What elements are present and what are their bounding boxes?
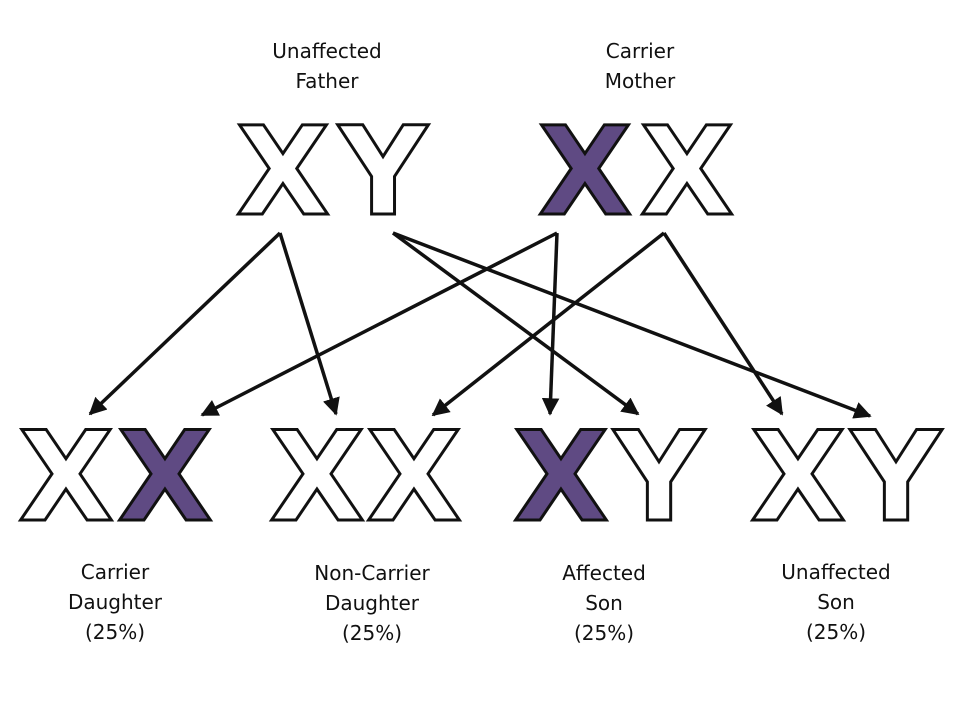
unaffected-son-y-chromosome: Y — [849, 406, 942, 550]
arrow-father-y-to-affected-son — [391, 231, 640, 416]
unaffected-son-probability: (25%) — [805, 620, 867, 644]
father-x-chromosome: X — [236, 101, 330, 243]
noncarrier-daughter-probability: (25%) — [341, 621, 403, 645]
arrow-mother-affected-x-to-carrier-daughter — [200, 231, 558, 417]
mother-label-line2: Mother — [604, 69, 676, 93]
arrow-father-y-to-unaffected-son — [392, 231, 872, 419]
arrow-father-x-to-noncarrier-daughter — [278, 232, 340, 416]
mother-x-chromosome-normal: X — [640, 101, 734, 243]
arrow-mother-normal-x-to-noncarrier-daughter — [431, 231, 666, 417]
affected-son-x-chromosome: X — [513, 406, 609, 550]
noncarrier-daughter-x-chromosome-2: X — [366, 406, 462, 550]
noncarrier-daughter-label: Non-Carrier Daughter (25%) — [282, 558, 462, 648]
affected-son-probability: (25%) — [573, 621, 635, 645]
arrow-mother-affected-x-to-affected-son — [541, 232, 560, 416]
mother-x-chromosome-affected: X — [538, 101, 632, 243]
arrow-father-x-to-carrier-daughter — [88, 231, 282, 416]
unaffected-son-label: Unaffected Son (25%) — [746, 557, 926, 647]
father-label-line1: Unaffected — [272, 39, 382, 63]
carrier-daughter-label-line1: Carrier — [80, 560, 150, 584]
affected-son-y-chromosome: Y — [612, 406, 705, 550]
carrier-daughter-x-chromosome-1: X — [18, 406, 114, 550]
noncarrier-daughter-label-line2: Daughter — [324, 591, 420, 615]
carrier-daughter-label: Carrier Daughter (25%) — [25, 557, 205, 647]
unaffected-son-label-line2: Son — [817, 590, 855, 614]
inheritance-arrows — [88, 231, 872, 419]
mother-label-line1: Carrier — [605, 39, 675, 63]
father-label: Unaffected Father — [227, 36, 427, 96]
arrow-mother-normal-x-to-unaffected-son — [662, 232, 784, 416]
father-y-chromosome: Y — [337, 101, 429, 243]
carrier-daughter-probability: (25%) — [84, 620, 146, 644]
father-label-line2: Father — [295, 69, 359, 93]
unaffected-son-x-chromosome: X — [750, 406, 846, 550]
affected-son-label-line1: Affected — [562, 561, 646, 585]
mother-label: Carrier Mother — [540, 36, 740, 96]
carrier-daughter-x-chromosome-2: X — [117, 406, 213, 550]
carrier-daughter-label-line2: Daughter — [67, 590, 163, 614]
noncarrier-daughter-label-line1: Non-Carrier — [314, 561, 430, 585]
affected-son-label-line2: Son — [585, 591, 623, 615]
noncarrier-daughter-x-chromosome-1: X — [269, 406, 365, 550]
unaffected-son-label-line1: Unaffected — [781, 560, 891, 584]
affected-son-label: Affected Son (25%) — [514, 558, 694, 648]
